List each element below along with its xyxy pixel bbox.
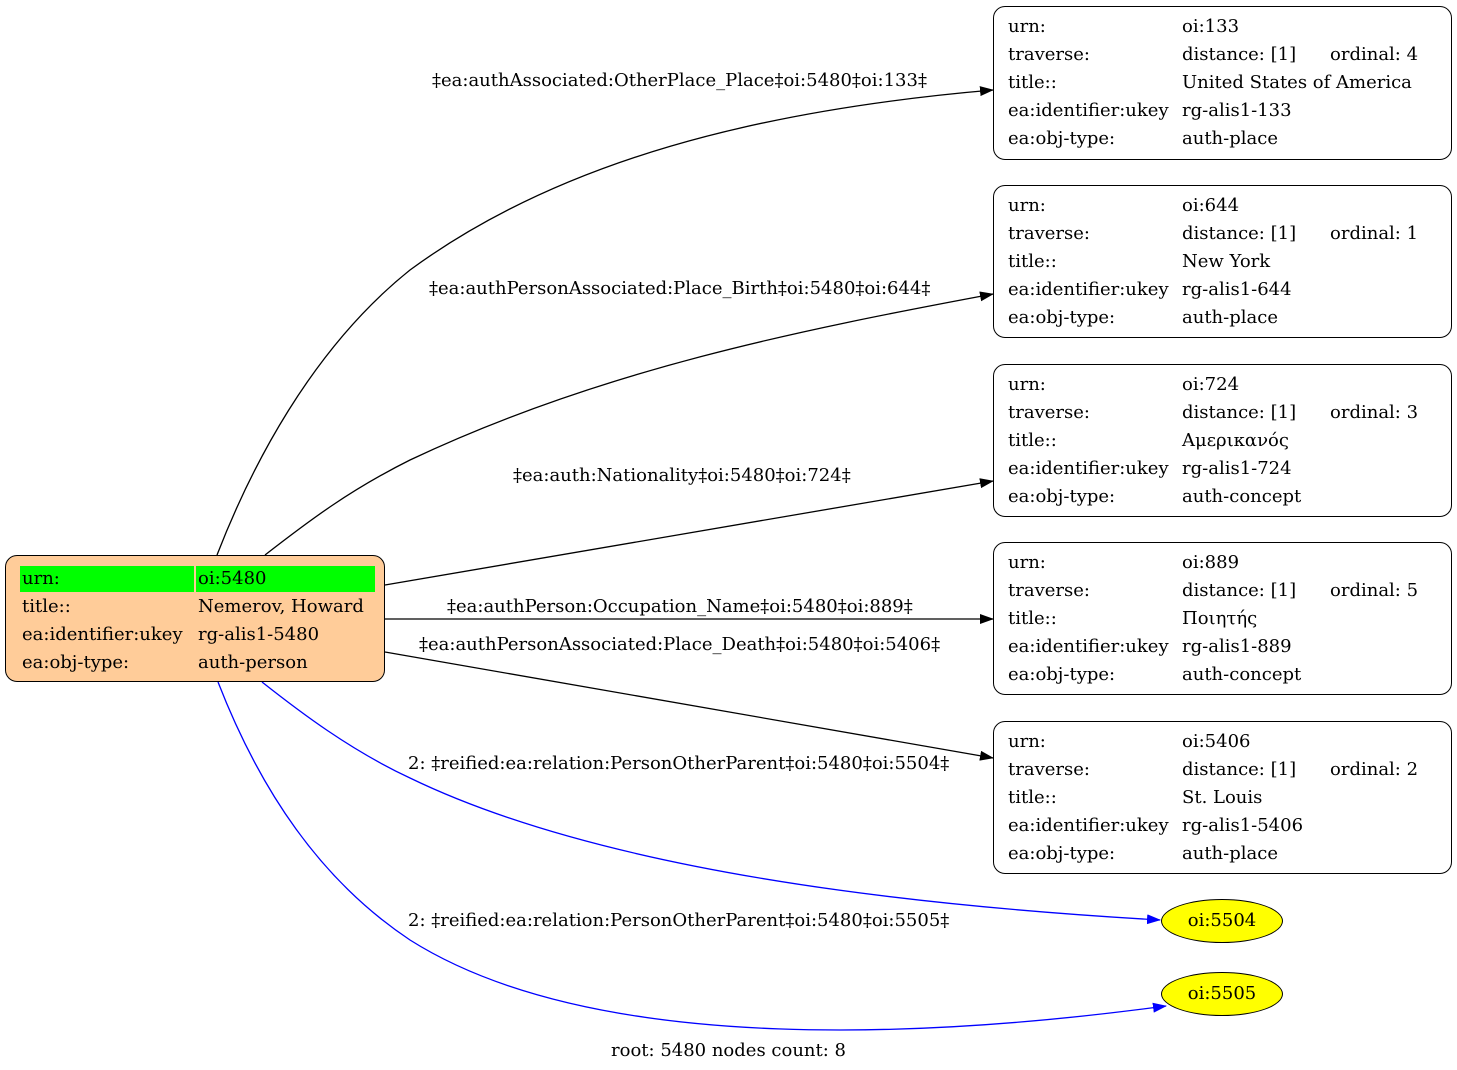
ordinal-value: ordinal: 2 [1330,759,1419,780]
traverse-label: traverse: [1008,402,1090,423]
traverse-label: traverse: [1008,759,1090,780]
title-label: title:: [1008,608,1057,629]
ordinal-value: ordinal: 3 [1330,402,1419,423]
edge-label-133: ‡ea:authAssociated:OtherPlace_Place‡oi:5… [432,70,927,91]
urn-label: urn: [1008,16,1046,37]
ukey-label: ea:identifier:ukey [1008,636,1169,657]
root-type-row: ea:obj-type: auth-person [20,650,375,676]
title-value: Αμερικανός [1182,430,1289,451]
edge-label-5504: 2: ‡reified:ea:relation:PersonOtherParen… [408,753,950,774]
root-node-table: urn: oi:5480 title:: Nemerov, Howard ea:… [18,564,377,678]
title-label: title:: [1008,787,1057,808]
root-ukey-row: ea:identifier:ukey rg-alis1-5480 [20,622,375,648]
ukey-label: ea:identifier:ukey [1008,279,1169,300]
urn-value: oi:724 [1182,374,1240,395]
title-value: New York [1182,251,1271,272]
ukey-value: rg-alis1-133 [1182,100,1292,121]
root-ukey-label: ea:identifier:ukey [22,624,183,645]
root-title-label: title:: [22,596,71,617]
title-label: title:: [1008,430,1057,451]
title-value: United States of America [1182,72,1412,93]
root-type-label: ea:obj-type: [22,652,130,673]
urn-label: urn: [1008,374,1046,395]
node-oi-5504[interactable]: oi:5504 [1161,899,1283,943]
title-value: St. Louis [1182,787,1263,808]
ordinal-value: ordinal: 1 [1330,223,1419,244]
node-table: urn: oi:133 traverse: distance: [1] ordinal… [1008,13,1426,153]
urn-value: oi:5406 [1182,731,1251,752]
title-label: title:: [1008,72,1057,93]
root-urn-value: oi:5480 [196,566,375,592]
node-table: urn: oi:5406 traverse: distance: [1] ordina… [1008,728,1426,868]
type-label: ea:obj-type: [1008,664,1116,685]
node-oi-889[interactable]: urn: oi:889 traverse: distance: [1] ordinal… [993,542,1452,695]
urn-label: urn: [1008,731,1046,752]
root-type-value: auth-person [198,652,308,673]
title-value: Ποιητής [1182,608,1258,629]
node-oi-133[interactable]: urn: oi:133 traverse: distance: [1] ordinal… [993,6,1452,160]
edge-label-5406: ‡ea:authPersonAssociated:Place_Death‡oi:… [419,634,941,655]
node-oi-5505[interactable]: oi:5505 [1161,972,1283,1016]
edge-label-5505: 2: ‡reified:ea:relation:PersonOtherParen… [408,910,950,931]
edge-line-5504 [261,681,1161,925]
urn-value: oi:889 [1182,552,1240,573]
ukey-value: rg-alis1-644 [1182,279,1292,300]
type-value: auth-concept [1182,486,1302,507]
edge-line-644 [264,291,994,556]
root-urn-label: urn: [20,566,194,592]
type-value: auth-concept [1182,664,1302,685]
type-value: auth-place [1182,128,1278,149]
urn-value: oi:644 [1182,195,1240,216]
root-ukey-value: rg-alis1-5480 [198,624,320,645]
traverse-label: traverse: [1008,223,1090,244]
traverse-label: traverse: [1008,44,1090,65]
node-oi-644[interactable]: urn: oi:644 traverse: distance: [1] ordinal… [993,185,1452,338]
ordinal-value: ordinal: 4 [1330,44,1419,65]
edge-line-133 [216,86,994,556]
type-value: auth-place [1182,843,1278,864]
root-node[interactable]: urn: oi:5480 title:: Nemerov, Howard ea:… [5,555,385,682]
edge-label-724: ‡ea:auth:Nationality‡oi:5480‡oi:724‡ [513,465,851,486]
root-title-row: title:: Nemerov, Howard [20,594,375,620]
distance-value: distance: [1] [1182,44,1297,65]
node-table: urn: oi:644 traverse: distance: [1] ordinal… [1008,192,1426,332]
ukey-label: ea:identifier:ukey [1008,458,1169,479]
ukey-value: rg-alis1-889 [1182,636,1292,657]
urn-label: urn: [1008,195,1046,216]
type-label: ea:obj-type: [1008,307,1116,328]
node-table: urn: oi:889 traverse: distance: [1] ordinal… [1008,549,1426,689]
ukey-value: rg-alis1-724 [1182,458,1292,479]
root-title-value: Nemerov, Howard [198,596,364,617]
type-label: ea:obj-type: [1008,843,1116,864]
distance-value: distance: [1] [1182,759,1297,780]
ukey-label: ea:identifier:ukey [1008,100,1169,121]
node-oi-724[interactable]: urn: oi:724 traverse: distance: [1] ordinal… [993,364,1452,517]
edge-line-5505 [217,681,1167,1031]
ordinal-value: ordinal: 5 [1330,580,1419,601]
graph-footer: root: 5480 nodes count: 8 [611,1040,846,1061]
edge-label-889: ‡ea:authPerson:Occupation_Name‡oi:5480‡o… [447,596,913,617]
distance-value: distance: [1] [1182,223,1297,244]
traverse-label: traverse: [1008,580,1090,601]
edge-line-5406 [384,651,994,761]
type-value: auth-place [1182,307,1278,328]
root-urn-row: urn: oi:5480 [20,566,375,592]
distance-value: distance: [1] [1182,402,1297,423]
urn-label: urn: [1008,552,1046,573]
edge-label-644: ‡ea:authPersonAssociated:Place_Birth‡oi:… [429,278,931,299]
urn-value: oi:133 [1182,16,1240,37]
title-label: title:: [1008,251,1057,272]
type-label: ea:obj-type: [1008,128,1116,149]
edge-line-724 [384,478,994,586]
distance-value: distance: [1] [1182,580,1297,601]
node-oi-5406[interactable]: urn: oi:5406 traverse: distance: [1] ordina… [993,721,1452,874]
node-table: urn: oi:724 traverse: distance: [1] ordinal… [1008,371,1426,511]
type-label: ea:obj-type: [1008,486,1116,507]
ukey-label: ea:identifier:ukey [1008,815,1169,836]
ukey-value: rg-alis1-5406 [1182,815,1304,836]
